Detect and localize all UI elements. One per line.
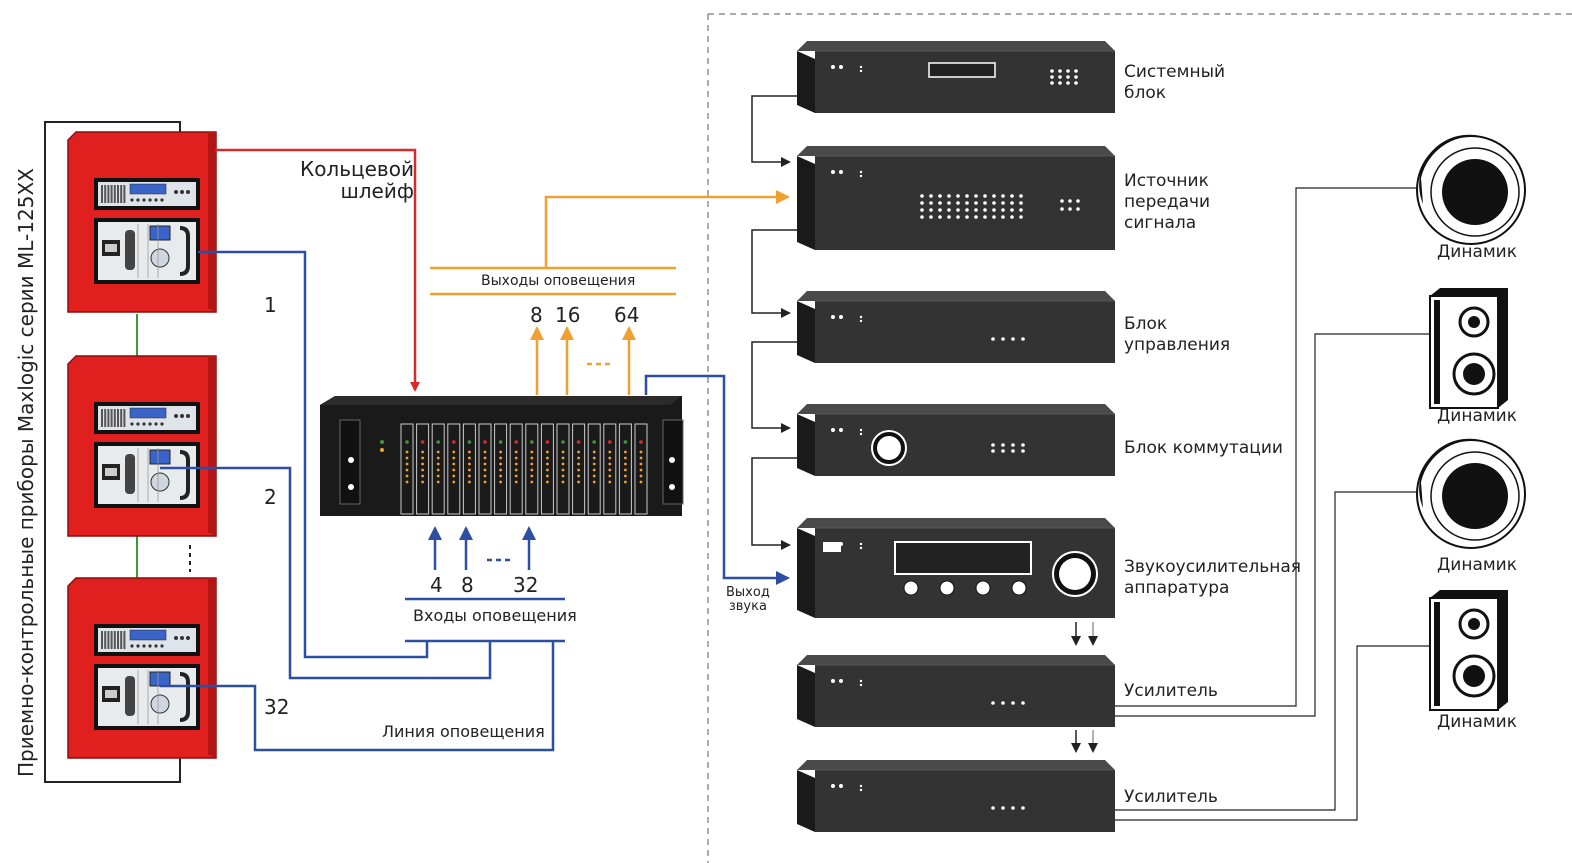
device-box (797, 41, 1115, 113)
panel-line-32 (160, 641, 555, 752)
chain-arrows-2 (1071, 730, 1098, 753)
speaker-wire-2 (1115, 333, 1430, 717)
ring-loop-line (215, 148, 420, 392)
device-box (797, 518, 1115, 618)
device-box (797, 404, 1115, 476)
panel-line-1 (198, 250, 429, 659)
central-rack-unit (320, 396, 684, 516)
connector-sys-to-src (751, 95, 797, 167)
connector-ctrl-to-sw (751, 341, 797, 433)
fire-panel (67, 355, 217, 537)
fire-panel (67, 131, 217, 313)
device-box (797, 760, 1115, 832)
connector-sw-to-amp (751, 457, 797, 550)
speaker-wire-1 (1115, 187, 1418, 707)
panel-frame-line (44, 121, 181, 783)
device-box (797, 655, 1115, 727)
speaker-wire-4 (1115, 645, 1430, 821)
speaker-cabinet (1429, 590, 1508, 711)
device-box (797, 146, 1115, 250)
panel-line-2 (160, 466, 492, 680)
speaker-round (1416, 134, 1526, 245)
connector-src-to-ctrl (751, 229, 797, 318)
device-box (797, 291, 1115, 363)
speaker-cabinet (1429, 288, 1508, 409)
speaker-wire-3 (1115, 491, 1418, 811)
fire-panel (67, 577, 217, 759)
signal-source-link (544, 190, 790, 268)
chain-arrows-1 (1071, 622, 1098, 646)
zone-separator (707, 13, 1572, 863)
audio-out-line (644, 374, 790, 585)
speaker-round (1416, 438, 1526, 549)
